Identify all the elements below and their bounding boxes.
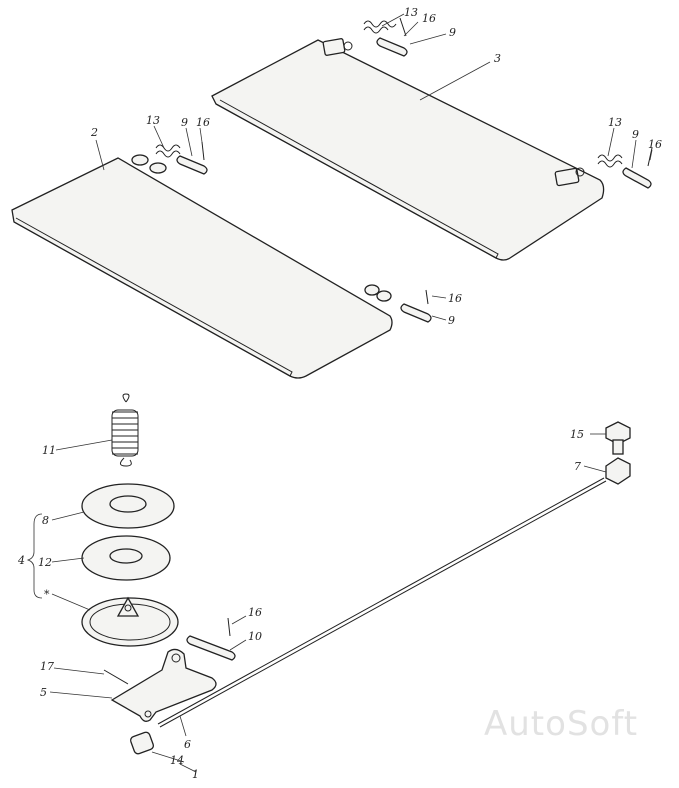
hinge-pin-9-top <box>376 37 408 57</box>
torsion-spring-13-right <box>597 154 623 168</box>
callout-16-left: 16 <box>196 116 210 129</box>
callout-8: 8 <box>42 514 49 527</box>
callout-3: 3 <box>494 52 501 65</box>
cup-bracket <box>81 596 179 647</box>
callout-1: 1 <box>192 768 199 781</box>
callout-9-lower: 9 <box>448 314 455 327</box>
nut-7 <box>605 457 631 485</box>
panel-2 <box>11 154 393 379</box>
callout-13-right: 13 <box>608 116 622 129</box>
callout-4: 4 <box>17 554 25 567</box>
callout-17: 17 <box>40 660 54 673</box>
callout-11: 11 <box>42 444 56 457</box>
washer-12 <box>81 535 171 581</box>
callout-6: 6 <box>184 738 191 751</box>
callout-12: 12 <box>38 556 52 569</box>
rod-6 <box>157 477 607 728</box>
callout-9-top: 9 <box>449 26 456 39</box>
panel-3 <box>211 38 605 261</box>
callout-9-right: 9 <box>632 128 639 141</box>
torsion-spring-13-left <box>155 144 181 158</box>
callout-7: 7 <box>574 460 581 473</box>
callout-labels: 2 3 13 16 9 13 9 16 13 9 16 16 9 11 8 4 … <box>17 6 662 781</box>
bushing-14 <box>130 731 154 755</box>
pin-10 <box>186 635 236 661</box>
callout-16-lower: 16 <box>448 292 462 305</box>
callout-14: 14 <box>170 754 184 767</box>
callout-2: 2 <box>90 126 98 139</box>
callout-15: 15 <box>570 428 584 441</box>
callout-13-left: 13 <box>146 114 160 127</box>
bolt-15 <box>605 421 631 455</box>
callout-9-left: 9 <box>181 116 188 129</box>
hinge-pin-9-left <box>176 155 208 175</box>
torsion-spring-13-top <box>363 20 397 34</box>
extension-spring-11 <box>111 393 139 467</box>
cotter-pin-16 <box>201 17 653 637</box>
leader-lines <box>26 13 653 773</box>
lever-5 <box>110 648 217 722</box>
callout-10: 10 <box>248 630 262 643</box>
watermark: AutoSoft <box>484 704 638 744</box>
callout-16-right: 16 <box>648 138 662 151</box>
callout-16-top: 16 <box>422 12 436 25</box>
callout-5: 5 <box>40 686 47 699</box>
callout-16-bottom: 16 <box>248 606 262 619</box>
washer-8 <box>81 483 175 529</box>
hinge-pin-9-lower <box>400 303 432 323</box>
hinge-pin-9-right <box>622 167 652 189</box>
cotter-17 <box>103 669 129 685</box>
callout-star: * <box>44 588 50 601</box>
callout-13-top: 13 <box>404 6 418 19</box>
